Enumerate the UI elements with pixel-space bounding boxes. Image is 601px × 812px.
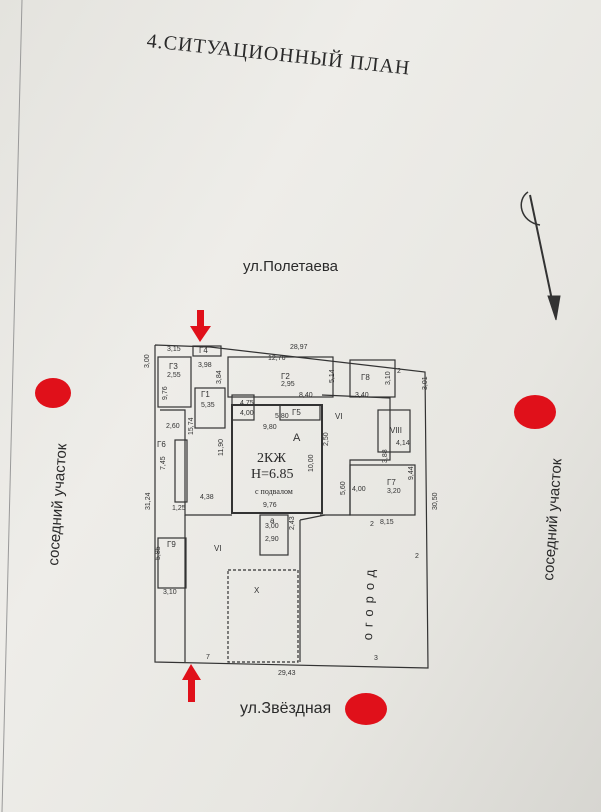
- house-height: H=6.85: [251, 467, 294, 482]
- label-g9: Г9: [167, 540, 176, 549]
- dim: 29,43: [278, 670, 296, 677]
- dim: 5,60: [340, 481, 347, 495]
- label-g6: Г6: [157, 440, 166, 449]
- label-viii: VIII: [390, 426, 403, 435]
- label-vi-right: VI: [335, 412, 343, 421]
- redaction-mark: [35, 378, 71, 408]
- dim: 3,84: [216, 370, 223, 384]
- structure-g4: [192, 345, 222, 357]
- label-g5: Г5: [292, 408, 301, 417]
- dim: 8,15: [380, 519, 394, 526]
- dim: 2: [415, 553, 419, 560]
- label-x: X: [254, 586, 260, 595]
- house-main: [231, 404, 323, 514]
- structure-g2: [227, 356, 334, 398]
- label-g1: Г1: [201, 390, 210, 399]
- structure-g3: [157, 356, 192, 408]
- dim: 28,97: [290, 344, 308, 351]
- structure-g6: [174, 439, 188, 503]
- house-note: с подвалом: [255, 487, 293, 496]
- dim: 2,60: [166, 423, 180, 430]
- dim: 4,00: [240, 410, 254, 417]
- redaction-mark: [345, 693, 387, 725]
- dim: 3,10: [385, 371, 392, 385]
- dim: 30,50: [432, 492, 439, 510]
- structure-viii: [377, 409, 411, 453]
- dim: 9,76: [162, 386, 169, 400]
- dim: 31,24: [145, 492, 152, 510]
- structure-x: [227, 569, 299, 663]
- dim: 2: [397, 368, 401, 375]
- dim: 3,01: [422, 376, 429, 390]
- structure-inner: [231, 394, 255, 421]
- dim: 7: [206, 654, 210, 661]
- structure-g1: [194, 387, 226, 429]
- dim: 12,76: [268, 355, 286, 362]
- dim: 3: [374, 655, 378, 662]
- dim: 5,14: [329, 369, 336, 383]
- label-g8: Г8: [361, 373, 370, 382]
- dim: 2,43: [289, 516, 296, 530]
- dim: 4,00: [352, 486, 366, 493]
- dim: 10,00: [308, 454, 315, 472]
- structure-g5: [279, 404, 321, 421]
- plot-boundary: [154, 344, 429, 669]
- dim: 4,38: [200, 494, 214, 501]
- label-g3: Г3: [169, 362, 178, 371]
- dim: 4,14: [396, 440, 410, 447]
- dim: 9,76: [263, 502, 277, 509]
- dim: 1,25: [172, 505, 186, 512]
- dim: 2,55: [167, 372, 181, 379]
- label-g2: Г2: [281, 372, 290, 381]
- dim: 11,90: [218, 439, 225, 456]
- dim: 8,40: [299, 392, 313, 399]
- redaction-mark: [514, 395, 556, 429]
- dim: 5,35: [201, 402, 215, 409]
- dim: 9,80: [263, 424, 277, 431]
- dim: 7,45: [160, 456, 167, 470]
- dim: 4,75: [240, 400, 254, 407]
- dim: 3,15: [167, 346, 181, 353]
- dim: 3,88: [382, 449, 389, 463]
- label-vi-left: VI: [214, 544, 222, 553]
- structure-g9: [157, 537, 187, 589]
- dim: 3,98: [198, 362, 212, 369]
- arrow-down-icon: [190, 310, 211, 342]
- house-letter: А: [293, 432, 301, 444]
- dim: 3,00: [265, 523, 279, 530]
- dim: 3,00: [144, 354, 151, 368]
- arrow-up-icon: [182, 664, 201, 702]
- dim: 2,50: [323, 432, 330, 446]
- dim: 3,40: [355, 392, 369, 399]
- street-top: ул.Полетаева: [243, 258, 339, 275]
- inner-fence: [160, 409, 232, 516]
- dim: 3,20: [387, 488, 401, 495]
- structure-g7: [349, 464, 416, 516]
- dim: 2,90: [265, 536, 279, 543]
- street-bottom: ул.Звёздная: [240, 700, 332, 717]
- garden-label: огород: [360, 563, 378, 641]
- label-g4: Г4: [199, 346, 208, 355]
- dim: 15,74: [188, 417, 195, 435]
- dim: 2: [370, 521, 374, 528]
- north-arrow-icon: [520, 191, 561, 321]
- structure-vi-right: [320, 394, 391, 516]
- dim: 2,95: [281, 381, 295, 388]
- dim: 5,80: [275, 413, 289, 420]
- label-a: а: [270, 516, 275, 525]
- dim: 5,85: [155, 546, 162, 560]
- dim: 3,10: [163, 589, 177, 596]
- structure-porch: [259, 514, 289, 556]
- label-g7: Г7: [387, 478, 396, 487]
- dim: 9,44: [408, 466, 415, 480]
- house-label: 2КЖ: [257, 451, 286, 466]
